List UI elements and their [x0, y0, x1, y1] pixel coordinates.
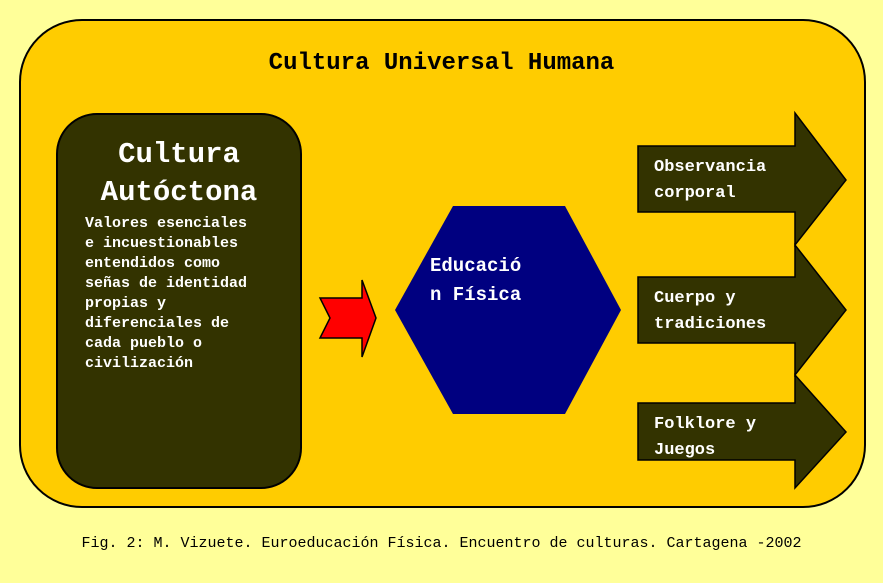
diagram-title: Cultura Universal Humana — [268, 50, 615, 77]
cultura-autoctona-description: Valores esenciales e incuestionables ent… — [85, 215, 248, 372]
cultura-autoctona-box — [56, 113, 302, 489]
arrow-observancia — [637, 110, 847, 248]
figure-caption: Fig. 2: M. Vizuete. Euroeducación Física… — [81, 535, 802, 552]
arrow-label-folklore: Folklore y Juegos — [654, 415, 757, 460]
red-arrow — [318, 279, 377, 358]
educacion-fisica-label: Educació n Física — [430, 255, 522, 306]
arrow-folklore — [637, 373, 848, 490]
arrow-label-cuerpo: Cuerpo y tradiciones — [654, 289, 767, 334]
cultura-autoctona-heading: Cultura Autóctona — [100, 138, 258, 209]
arrow-label-observancia: Observancia corporal — [654, 158, 767, 203]
arrow-cuerpo — [637, 242, 847, 378]
educacion-fisica-hexagon — [395, 206, 621, 414]
